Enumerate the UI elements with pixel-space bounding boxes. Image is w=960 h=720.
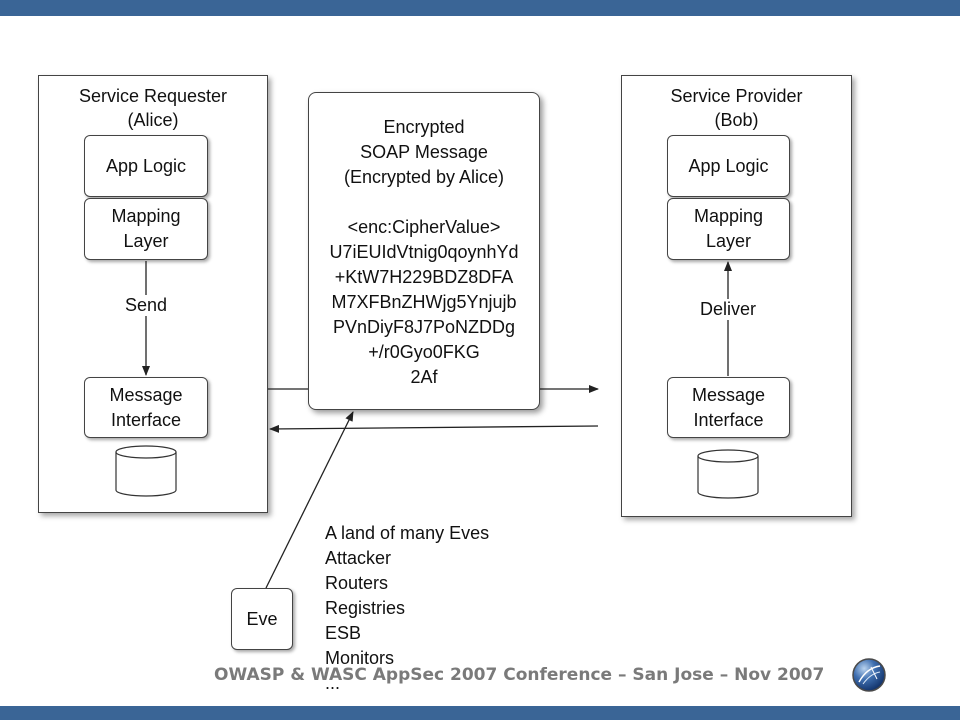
requester-app-logic-label: App Logic: [105, 155, 187, 176]
bottom-bar: [0, 706, 960, 720]
provider-mapping-line1: Mapping: [693, 206, 764, 226]
provider-title-line2: (Bob): [714, 110, 759, 130]
eves-list-item: ...: [325, 673, 341, 693]
provider-title-line1: Service Provider: [670, 86, 803, 106]
message-line: +KtW7H229BDZ8DFA: [334, 267, 514, 287]
send-label: Send: [118, 295, 174, 316]
service-provider-title: Service Provider (Bob): [622, 84, 851, 132]
eves-list-item: Monitors: [325, 648, 395, 668]
service-requester-title: Service Requester (Alice): [39, 84, 267, 132]
message-line: 2Af: [410, 367, 438, 387]
message-line: PVnDiyF8J7PoNZDDg: [332, 317, 516, 337]
message-line: U7iEUIdVtnig0qoynhYd: [329, 242, 519, 262]
eves-list-item: Registries: [325, 598, 406, 618]
provider-app-logic-box: App Logic: [667, 135, 790, 197]
owasp-globe-logo-icon: [852, 658, 886, 692]
eves-list-item: A land of many Eves: [325, 523, 490, 543]
conference-footer: OWASP & WASC AppSec 2007 Conference – Sa…: [214, 665, 825, 685]
requester-database-icon: [115, 445, 177, 497]
message-line: Encrypted: [383, 117, 465, 137]
provider-interface-line1: Message: [691, 384, 766, 405]
message-line: (Encrypted by Alice): [343, 167, 505, 187]
message-line: M7XFBnZHWjg5Ynjujb: [331, 292, 517, 312]
eves-list-item: ESB: [325, 623, 362, 643]
service-provider-panel: Service Provider (Bob): [621, 75, 852, 517]
message-line: SOAP Message: [360, 142, 488, 162]
eves-list-item: Routers: [325, 573, 389, 593]
message-line: +/r0Gyo0FKG: [368, 342, 480, 362]
provider-database-icon: [697, 449, 759, 499]
deliver-label: Deliver: [693, 299, 763, 320]
provider-mapping-layer-box: Mapping Layer: [667, 198, 790, 260]
service-requester-panel: Service Requester (Alice): [38, 75, 268, 513]
requester-interface-line2: Interface: [110, 409, 182, 430]
eve-intercept-arrow: [265, 411, 354, 589]
requester-app-logic-box: App Logic: [84, 135, 208, 197]
eves-list: A land of many Eves Attacker Routers Reg…: [325, 521, 489, 696]
requester-message-interface-box: Message Interface: [84, 377, 208, 438]
encrypted-soap-message-box: Encrypted SOAP Message (Encrypted by Ali…: [308, 92, 540, 410]
provider-app-logic-label: App Logic: [688, 155, 769, 176]
requester-mapping-layer-box: Mapping Layer: [84, 198, 208, 260]
requester-mapping-line2: Layer: [123, 231, 169, 251]
provider-message-interface-box: Message Interface: [667, 377, 790, 438]
message-line: [309, 190, 539, 215]
requester-title-line1: Service Requester: [78, 86, 228, 106]
eves-list-item: Attacker: [325, 548, 392, 568]
return-arrow: [269, 424, 599, 433]
message-line: <enc:CipherValue>: [347, 217, 501, 237]
requester-mapping-line1: Mapping: [111, 206, 181, 226]
requester-title-line2: (Alice): [127, 110, 179, 130]
provider-interface-line2: Interface: [693, 409, 764, 430]
requester-interface-line1: Message: [109, 384, 183, 405]
provider-mapping-line2: Layer: [705, 231, 752, 251]
eve-box: Eve: [231, 588, 293, 650]
eve-label: Eve: [246, 608, 278, 629]
top-bar: [0, 0, 960, 16]
